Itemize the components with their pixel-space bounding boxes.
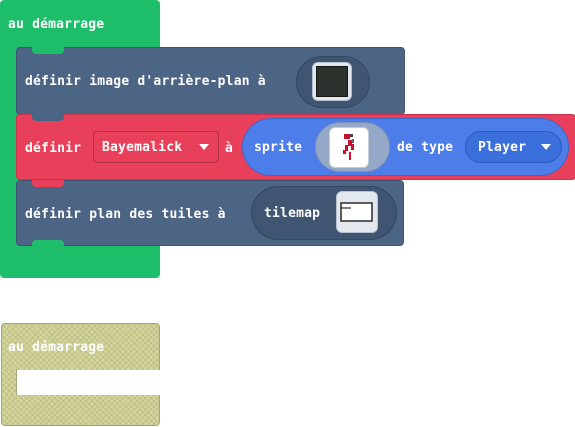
disabled-on-start-title: au démarrage [8,340,105,355]
disabled-block-bottom [1,395,160,426]
block-notch [32,47,64,54]
of-kind-label: de type [397,140,454,155]
variable-dropdown-value: Bayemalick [102,140,183,155]
disabled-block-side [1,369,17,396]
to-label: à [225,141,234,156]
set-label: définir [25,141,82,156]
block-notch [32,180,64,187]
player-sprite-thumbnail-icon[interactable] [329,127,369,168]
disabled-on-start-block[interactable] [1,323,160,370]
chevron-down-icon [541,144,551,150]
background-image-preview [316,66,348,97]
tilemap-label: tilemap [264,206,321,221]
on-start-title: au démarrage [8,17,105,32]
chevron-down-icon [199,144,209,150]
sprite-label: sprite [254,140,303,155]
set-tilemap-label: définir plan des tuiles à [25,207,226,222]
block-notch [32,114,64,121]
block-bottom-notch [32,240,64,247]
tilemap-thumbnail-icon[interactable] [336,191,378,233]
player-sprite-icon [343,134,354,160]
variable-dropdown[interactable]: Bayemalick [93,131,219,163]
tilemap-grid-icon [340,202,373,222]
sprite-kind-dropdown[interactable]: Player [465,131,562,163]
set-background-image-label: définir image d'arrière-plan à [25,74,266,89]
sprite-kind-value: Player [478,140,527,155]
